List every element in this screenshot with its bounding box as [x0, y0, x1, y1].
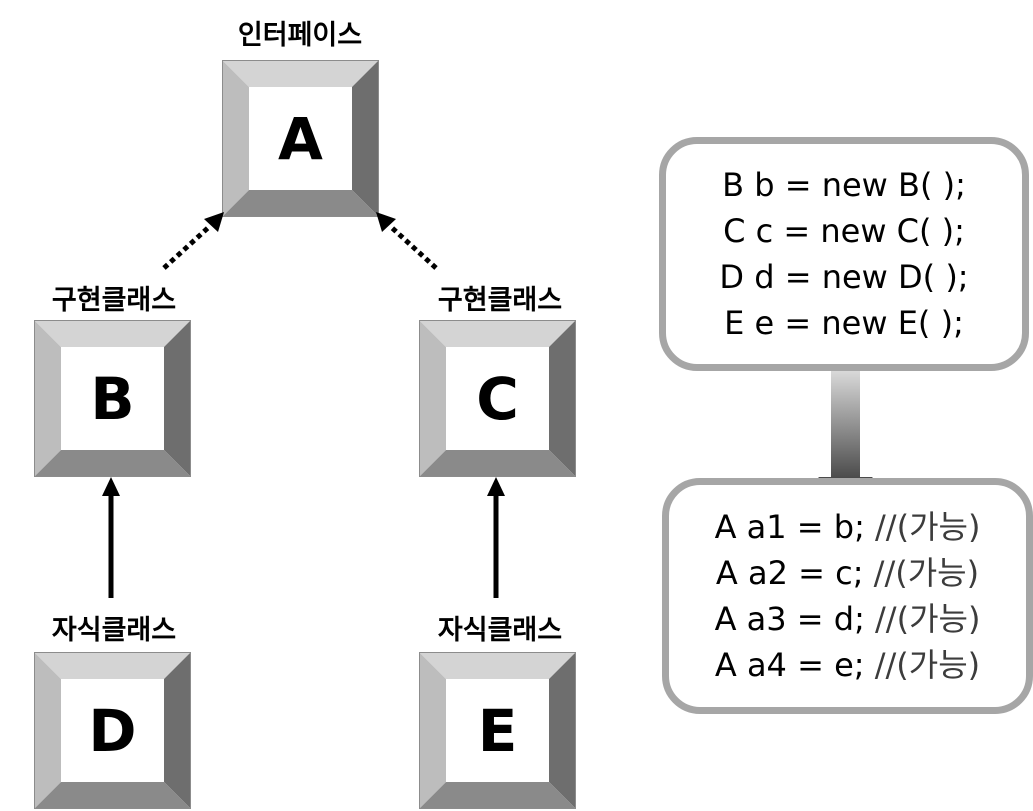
code-text: A a1 = b;: [714, 508, 865, 546]
node-e-label: 자식클래스: [437, 615, 563, 646]
node-b-letter: B: [90, 364, 135, 433]
code-line: A a1 = b; //(가능): [715, 504, 981, 550]
node-d-bevel: [34, 652, 191, 809]
code-box-assignment: A a1 = b; //(가능) A a2 = c; //(가능) A a3 =…: [662, 478, 1033, 714]
node-e-bevel: [419, 652, 576, 809]
node-d-letter: D: [88, 696, 137, 765]
node-b-label: 구현클래스: [51, 285, 177, 316]
code-line: E e = new E( );: [724, 304, 964, 342]
node-c-box: C: [419, 320, 576, 477]
code-line: A a2 = c; //(가능): [716, 550, 979, 596]
node-e-letter: E: [477, 696, 518, 765]
node-c-label: 구현클래스: [437, 285, 563, 316]
code-line: D d = new D( );: [719, 258, 969, 296]
arrow-d-to-b: [102, 477, 120, 598]
code-line: B b = new B( );: [722, 166, 966, 204]
code-text: A a4 = e;: [714, 646, 865, 684]
code-comment: //(가능): [875, 600, 981, 638]
code-comment: //(가능): [875, 508, 981, 546]
node-a-bevel: [222, 60, 379, 217]
code-comment: //(가능): [873, 554, 980, 592]
node-e-box: E: [419, 652, 576, 809]
arrow-b-to-a: [162, 212, 224, 270]
node-c-letter: C: [476, 364, 519, 433]
code-text: A a3 = d;: [714, 600, 865, 638]
code-text: A a2 = c;: [715, 554, 864, 592]
arrow-c-to-a: [376, 212, 438, 270]
arrow-e-to-c: [487, 477, 505, 598]
node-b-box: B: [34, 320, 191, 477]
node-a-label: 인터페이스: [237, 20, 363, 51]
code-box-instantiation: B b = new B( ); C c = new C( ); D d = ne…: [659, 137, 1029, 371]
code-comment: //(가능): [874, 646, 981, 684]
node-a-letter: A: [278, 104, 323, 173]
code-line: A a3 = d; //(가능): [715, 596, 981, 642]
code-line: A a4 = e; //(가능): [715, 642, 980, 688]
code-line: C c = new C( );: [723, 212, 965, 250]
node-c-bevel: [419, 320, 576, 477]
node-d-box: D: [34, 652, 191, 809]
node-d-label: 자식클래스: [51, 615, 177, 646]
node-a-box: A: [222, 60, 379, 217]
node-b-bevel: [34, 320, 191, 477]
